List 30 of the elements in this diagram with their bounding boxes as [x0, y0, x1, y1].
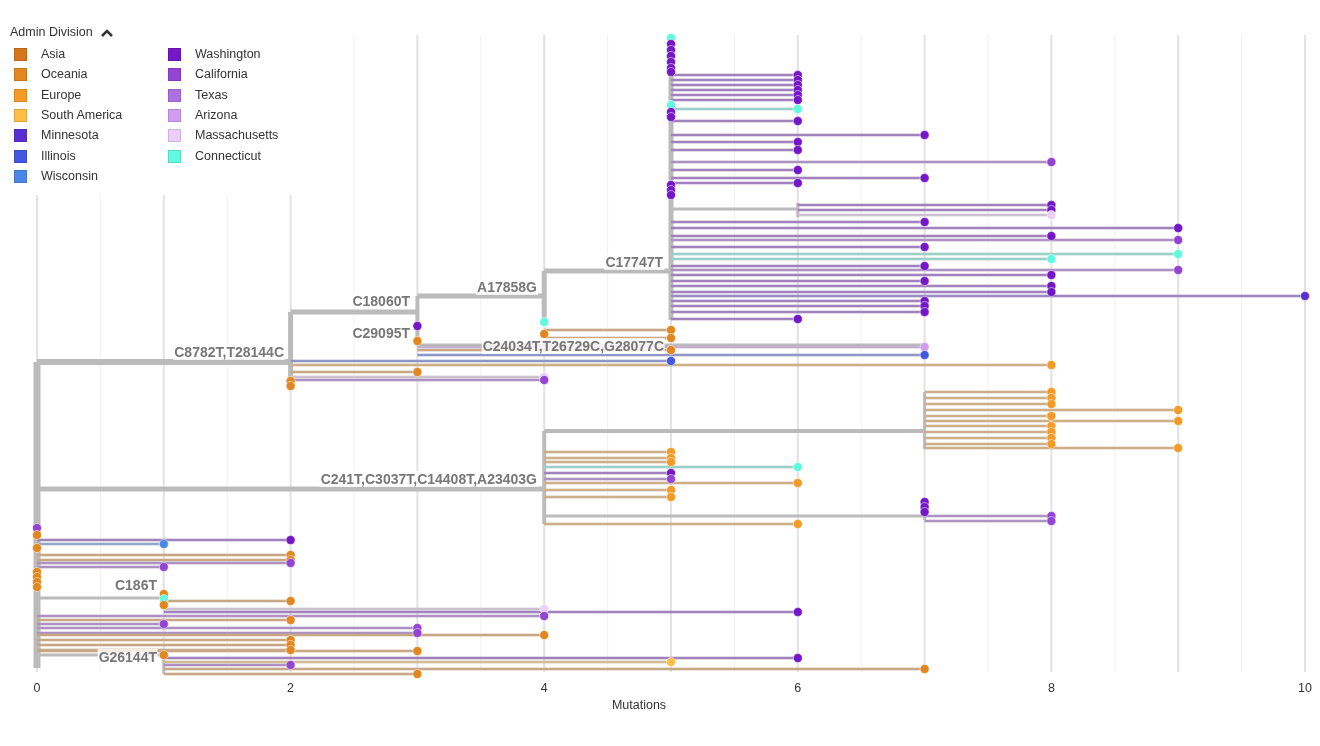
mutation-label: G26144T: [97, 649, 158, 665]
legend-label: Massachusetts: [195, 128, 279, 143]
legend-label: Arizona: [195, 107, 238, 122]
mutation-label: C186T: [113, 577, 158, 593]
axis-tick-label: 4: [540, 681, 548, 695]
legend-label: Texas: [195, 87, 228, 102]
mutation-label: C24034T,T26729C,G28077C: [481, 338, 665, 354]
legend-label: Connecticut: [195, 148, 261, 163]
axis-tick-label: 10: [1298, 681, 1312, 695]
mutation-label: A17858G: [476, 279, 538, 295]
axis-tick-label: 0: [33, 681, 41, 695]
mutation-label: C17747T: [604, 254, 664, 270]
legend-label: California: [195, 67, 248, 82]
axis-title: Mutations: [611, 698, 667, 712]
axis-tick-label: 8: [1047, 681, 1055, 695]
legend-label: Washington: [195, 47, 261, 61]
axis-tick-label: 6: [794, 681, 802, 695]
mutation-label: C18060T: [351, 293, 411, 309]
mutation-label: C8782T,T28144C: [173, 344, 285, 360]
legend-label: Wisconsin: [41, 168, 98, 183]
legend-label: Oceania: [41, 67, 88, 82]
mutation-label: C241T,C3037T,C14408T,A23403G: [319, 471, 538, 487]
legend-label: Europe: [41, 87, 82, 102]
legend-label: Illinois: [41, 148, 76, 163]
legend-label: Asia: [41, 47, 66, 61]
axis-tick-label: 2: [287, 681, 295, 695]
legend-label: South America: [41, 107, 123, 122]
legend-title: Admin Division: [10, 25, 93, 39]
legend-label: Minnesota: [41, 128, 99, 143]
mutation-label: C29095T: [351, 325, 411, 341]
